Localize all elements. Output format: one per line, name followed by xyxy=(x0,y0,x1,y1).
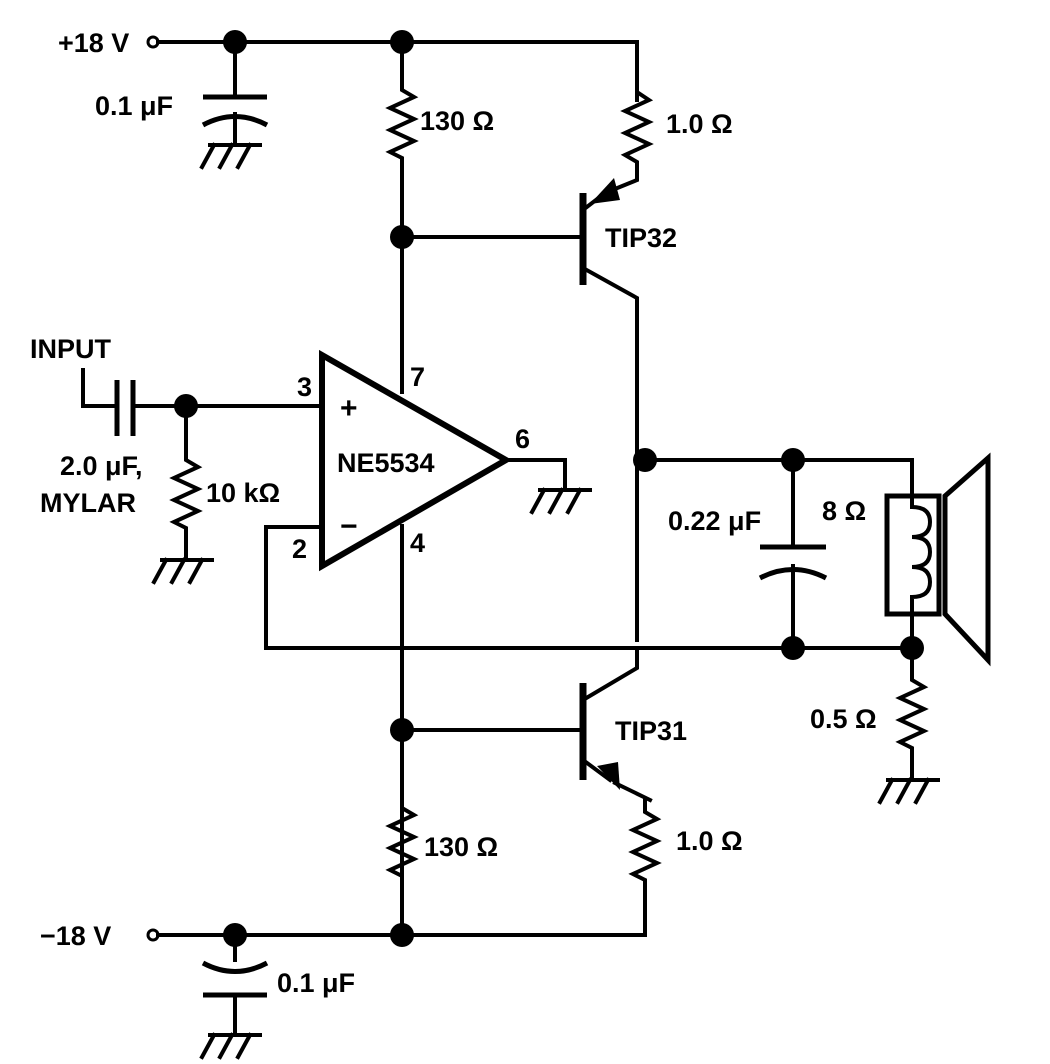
opamp-pin-3: 3 xyxy=(297,372,312,402)
speaker-icon: 8 Ω xyxy=(822,452,991,667)
bottom-decoupling-capacitor-label: 0.1 μF xyxy=(277,968,355,998)
ground-icon xyxy=(199,1032,262,1060)
sense-resistor: 0.5 Ω xyxy=(810,646,940,805)
feedback-wire xyxy=(264,525,914,650)
input-resistor-label: 10 kΩ xyxy=(206,478,280,508)
opamp-plus-sign: + xyxy=(340,392,358,425)
tip31-label: TIP31 xyxy=(615,716,687,746)
opamp-pin-4: 4 xyxy=(410,528,425,558)
positive-supply-label: +18 V xyxy=(58,28,129,58)
input-capacitor-value: 2.0 μF, xyxy=(60,451,143,481)
output-node xyxy=(633,448,914,502)
top-bias-resistor: 130 Ω xyxy=(385,40,494,239)
opamp-label: NE5534 xyxy=(337,448,435,478)
bottom-emitter-resistor-label: 1.0 Ω xyxy=(676,826,743,856)
input-capacitor-type: MYLAR xyxy=(40,488,136,518)
opamp-pin-2: 2 xyxy=(292,534,307,564)
ground-icon xyxy=(199,142,262,170)
bottom-decoupling-capacitor: 0.1 μF xyxy=(199,933,355,1060)
opamp-minus-sign: − xyxy=(340,510,358,543)
ne5534-opamp: NE5534 + − 3 2 7 4 6 xyxy=(292,349,530,572)
negative-supply-rail: −18 V xyxy=(40,921,647,951)
bottom-emitter-resistor: 1.0 Ω xyxy=(628,798,743,937)
sense-resistor-label: 0.5 Ω xyxy=(810,704,877,734)
top-decoupling-capacitor: 0.1 μF xyxy=(95,40,269,170)
tip31-transistor: TIP31 xyxy=(390,646,687,803)
input-label: INPUT xyxy=(30,334,112,364)
ground-icon xyxy=(877,777,940,805)
positive-supply-rail: +18 V xyxy=(58,28,639,102)
input-network: INPUT 2.0 μF, MYLAR 10 kΩ xyxy=(30,334,324,585)
opamp-pin-7: 7 xyxy=(410,362,425,392)
tip32-transistor: TIP32 xyxy=(390,178,677,642)
top-emitter-resistor: 1.0 Ω xyxy=(602,40,733,196)
bottom-bias-resistor: 130 Ω xyxy=(385,728,498,937)
output-capacitor-label: 0.22 μF xyxy=(668,506,761,536)
bottom-bias-resistor-label: 130 Ω xyxy=(424,832,498,862)
ground-icon xyxy=(529,487,592,515)
top-bias-resistor-label: 130 Ω xyxy=(420,106,494,136)
opamp-pin-6: 6 xyxy=(515,424,530,454)
opamp-output-ground xyxy=(504,458,592,515)
negative-supply-label: −18 V xyxy=(40,921,111,951)
top-emitter-resistor-label: 1.0 Ω xyxy=(666,109,733,139)
ground-icon xyxy=(151,557,214,585)
output-capacitor: 0.22 μF xyxy=(668,458,828,660)
top-decoupling-capacitor-label: 0.1 μF xyxy=(95,91,173,121)
tip32-label: TIP32 xyxy=(605,223,677,253)
speaker-label: 8 Ω xyxy=(822,496,866,526)
